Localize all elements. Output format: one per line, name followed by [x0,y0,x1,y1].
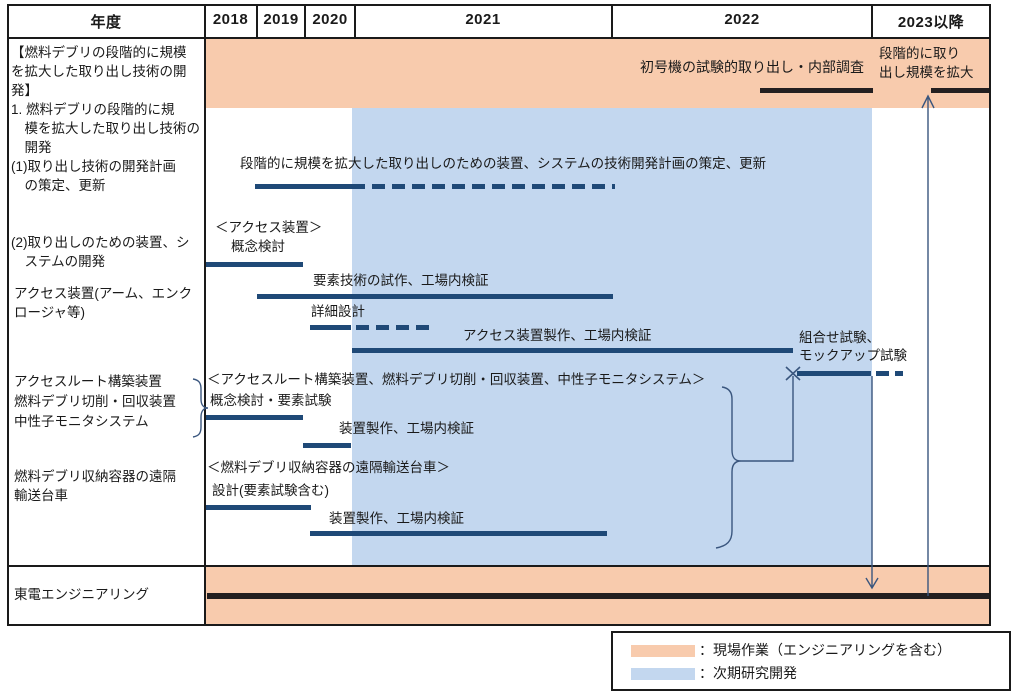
access-prototype-bar [257,294,613,299]
year-divider-2018-2019 [256,4,258,39]
task-item-1-1: (1)取り出し技術の開発計画 の策定、更新 [11,159,176,193]
table-border [7,4,991,626]
legend: ：現場作業（エンジニアリングを含む） ：次期研究開発 [611,631,1011,691]
plan-update-bar-dashed [352,184,615,189]
route-fabrication-label: 装置製作、工場内検証 [339,421,474,436]
header-divider [8,37,990,39]
task-item-1-2: (2)取り出しのための装置、シ ステムの開発 [11,235,190,269]
container-design-label: 設計(要素試験含む) [212,483,329,498]
task-access-device: アクセス装置(アーム、エンク ロージャ等) [14,286,193,320]
trial-retrieval-bar [760,88,873,93]
legend-onsite-swatch [631,645,695,657]
year-cell-2020: 2020 [312,11,348,28]
access-fabrication-label: アクセス装置製作、工場内検証 [463,328,652,343]
task-route-devices: アクセスルート構築装置 燃料デブリ切削・回収装置 中性子モニタシステム [14,374,176,429]
year-cell-2018: 2018 [212,11,249,28]
plan-update-label: 段階的に規模を拡大した取り出しのための装置、システムの技術開発計画の策定、更新 [240,156,767,171]
legend-onsite-label: ：現場作業（エンジニアリングを含む） [699,642,951,658]
combined-test-bar-solid [797,371,871,376]
access-concept-bar [206,262,303,267]
plan-update-bar-solid [255,184,352,189]
legend-rnd-swatch [631,668,695,680]
task-tepco-engineering: 東電エンジニアリング [14,587,149,602]
container-fabrication-label: 装置製作、工場内検証 [329,511,464,526]
year-header-label: 年度 [90,14,122,31]
year-cell-2021: 2021 [465,11,501,28]
access-concept-label: 概念検討 [231,239,285,254]
access-detail-bar-solid [310,325,351,330]
tepco-engineering-bar [207,593,989,599]
task-heading: 【燃料デブリの段階的に規模 を拡大した取り出し技術の開 発】 [11,45,187,98]
container-group-header: ＜燃料デブリ収納容器の遠隔輸送台車＞ [207,460,450,475]
container-fabrication-bar [310,531,607,536]
year-divider-2020-2021 [354,4,356,39]
route-fabrication-bar [303,443,351,448]
legend-rnd-label: ：次期研究開発 [699,665,797,681]
route-concept-label: 概念検討・要素試験 [210,393,332,408]
task-item-1: 1. 燃料デブリの段階的に規 模を拡大した取り出し技術の 開発 [11,102,200,155]
trial-retrieval-label: 初号機の試験的取り出し・内部調査 [640,59,864,75]
access-device-header: ＜アクセス装置＞ [215,220,323,235]
access-detail-bar-dashed [356,325,432,330]
route-concept-bar [206,415,303,420]
year-divider-2021-2022 [611,4,613,39]
year-divider-2019-2020 [304,4,306,39]
access-detail-design-label: 詳細設計 [311,304,365,319]
task-column-divider [204,4,206,625]
route-group-header: ＜アクセスルート構築装置、燃料デブリ切削・回収装置、中性子モニタシステム＞ [207,372,706,387]
access-prototype-label: 要素技術の試作、工場内検証 [313,273,489,288]
bottom-row-divider [8,565,990,567]
year-cell-2019: 2019 [263,11,299,28]
expand-scale-label: 段階的に取り 出し規模を拡大 [879,46,974,80]
expand-scale-bar [931,88,989,93]
access-fabrication-bar [352,348,793,353]
container-design-bar [206,505,311,510]
year-divider-2022-2023 [871,4,873,39]
task-container-device: 燃料デブリ収納容器の遠隔 輸送台車 [14,469,176,503]
year-cell-2022: 2022 [724,11,760,28]
combined-test-bar-dashed [876,371,903,376]
year-cell-2023-later: 2023以降 [897,14,965,31]
combined-test-label: 組合せ試験、 モックアップ試験 [799,330,907,363]
onsite-work-top-band [206,39,989,108]
